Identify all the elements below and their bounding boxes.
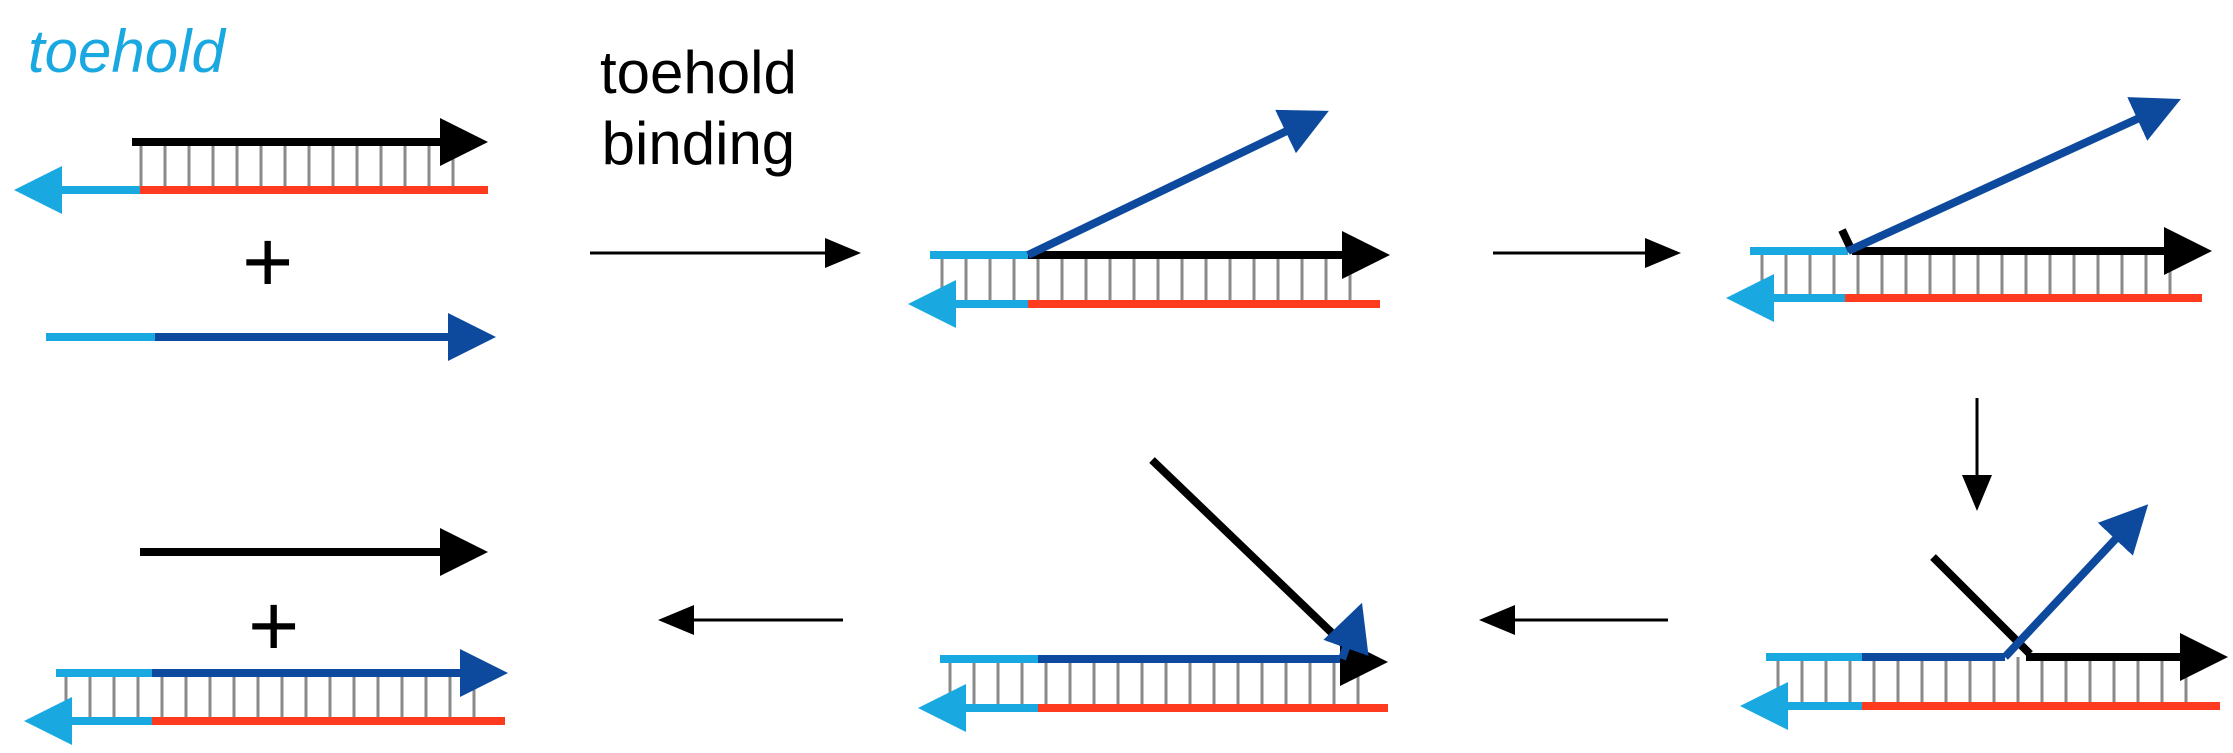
- invader-end: [1323, 602, 1369, 661]
- toehold-binding-label: toehold binding: [600, 38, 797, 180]
- toehold-label: toehold: [28, 18, 225, 85]
- state-near-completion: [918, 457, 1388, 732]
- basepairs: [139, 142, 455, 190]
- invader-strand: [2002, 504, 2149, 660]
- basepairs: [948, 659, 1360, 708]
- step-label-line1: toehold: [600, 39, 797, 106]
- basepairs: [1776, 657, 2188, 706]
- incumbent-branch: [1930, 554, 2033, 657]
- state-toehold-bound: [908, 109, 1390, 328]
- incumbent-branch: [1149, 457, 1361, 661]
- invader-strand: [1026, 109, 1329, 259]
- basepairs: [1760, 251, 2172, 298]
- state-products: [24, 528, 508, 745]
- basepairs: [940, 255, 1352, 304]
- state-branch-migration-start: [1726, 97, 2212, 322]
- step-label-line2: binding: [601, 109, 796, 177]
- state-initial: [14, 118, 496, 361]
- invader-strand: [1846, 97, 2181, 255]
- basepairs: [64, 673, 476, 721]
- plus-sign-reactants: +: [242, 212, 294, 311]
- plus-sign-products: +: [248, 576, 300, 675]
- state-branch-migration: [1740, 504, 2228, 730]
